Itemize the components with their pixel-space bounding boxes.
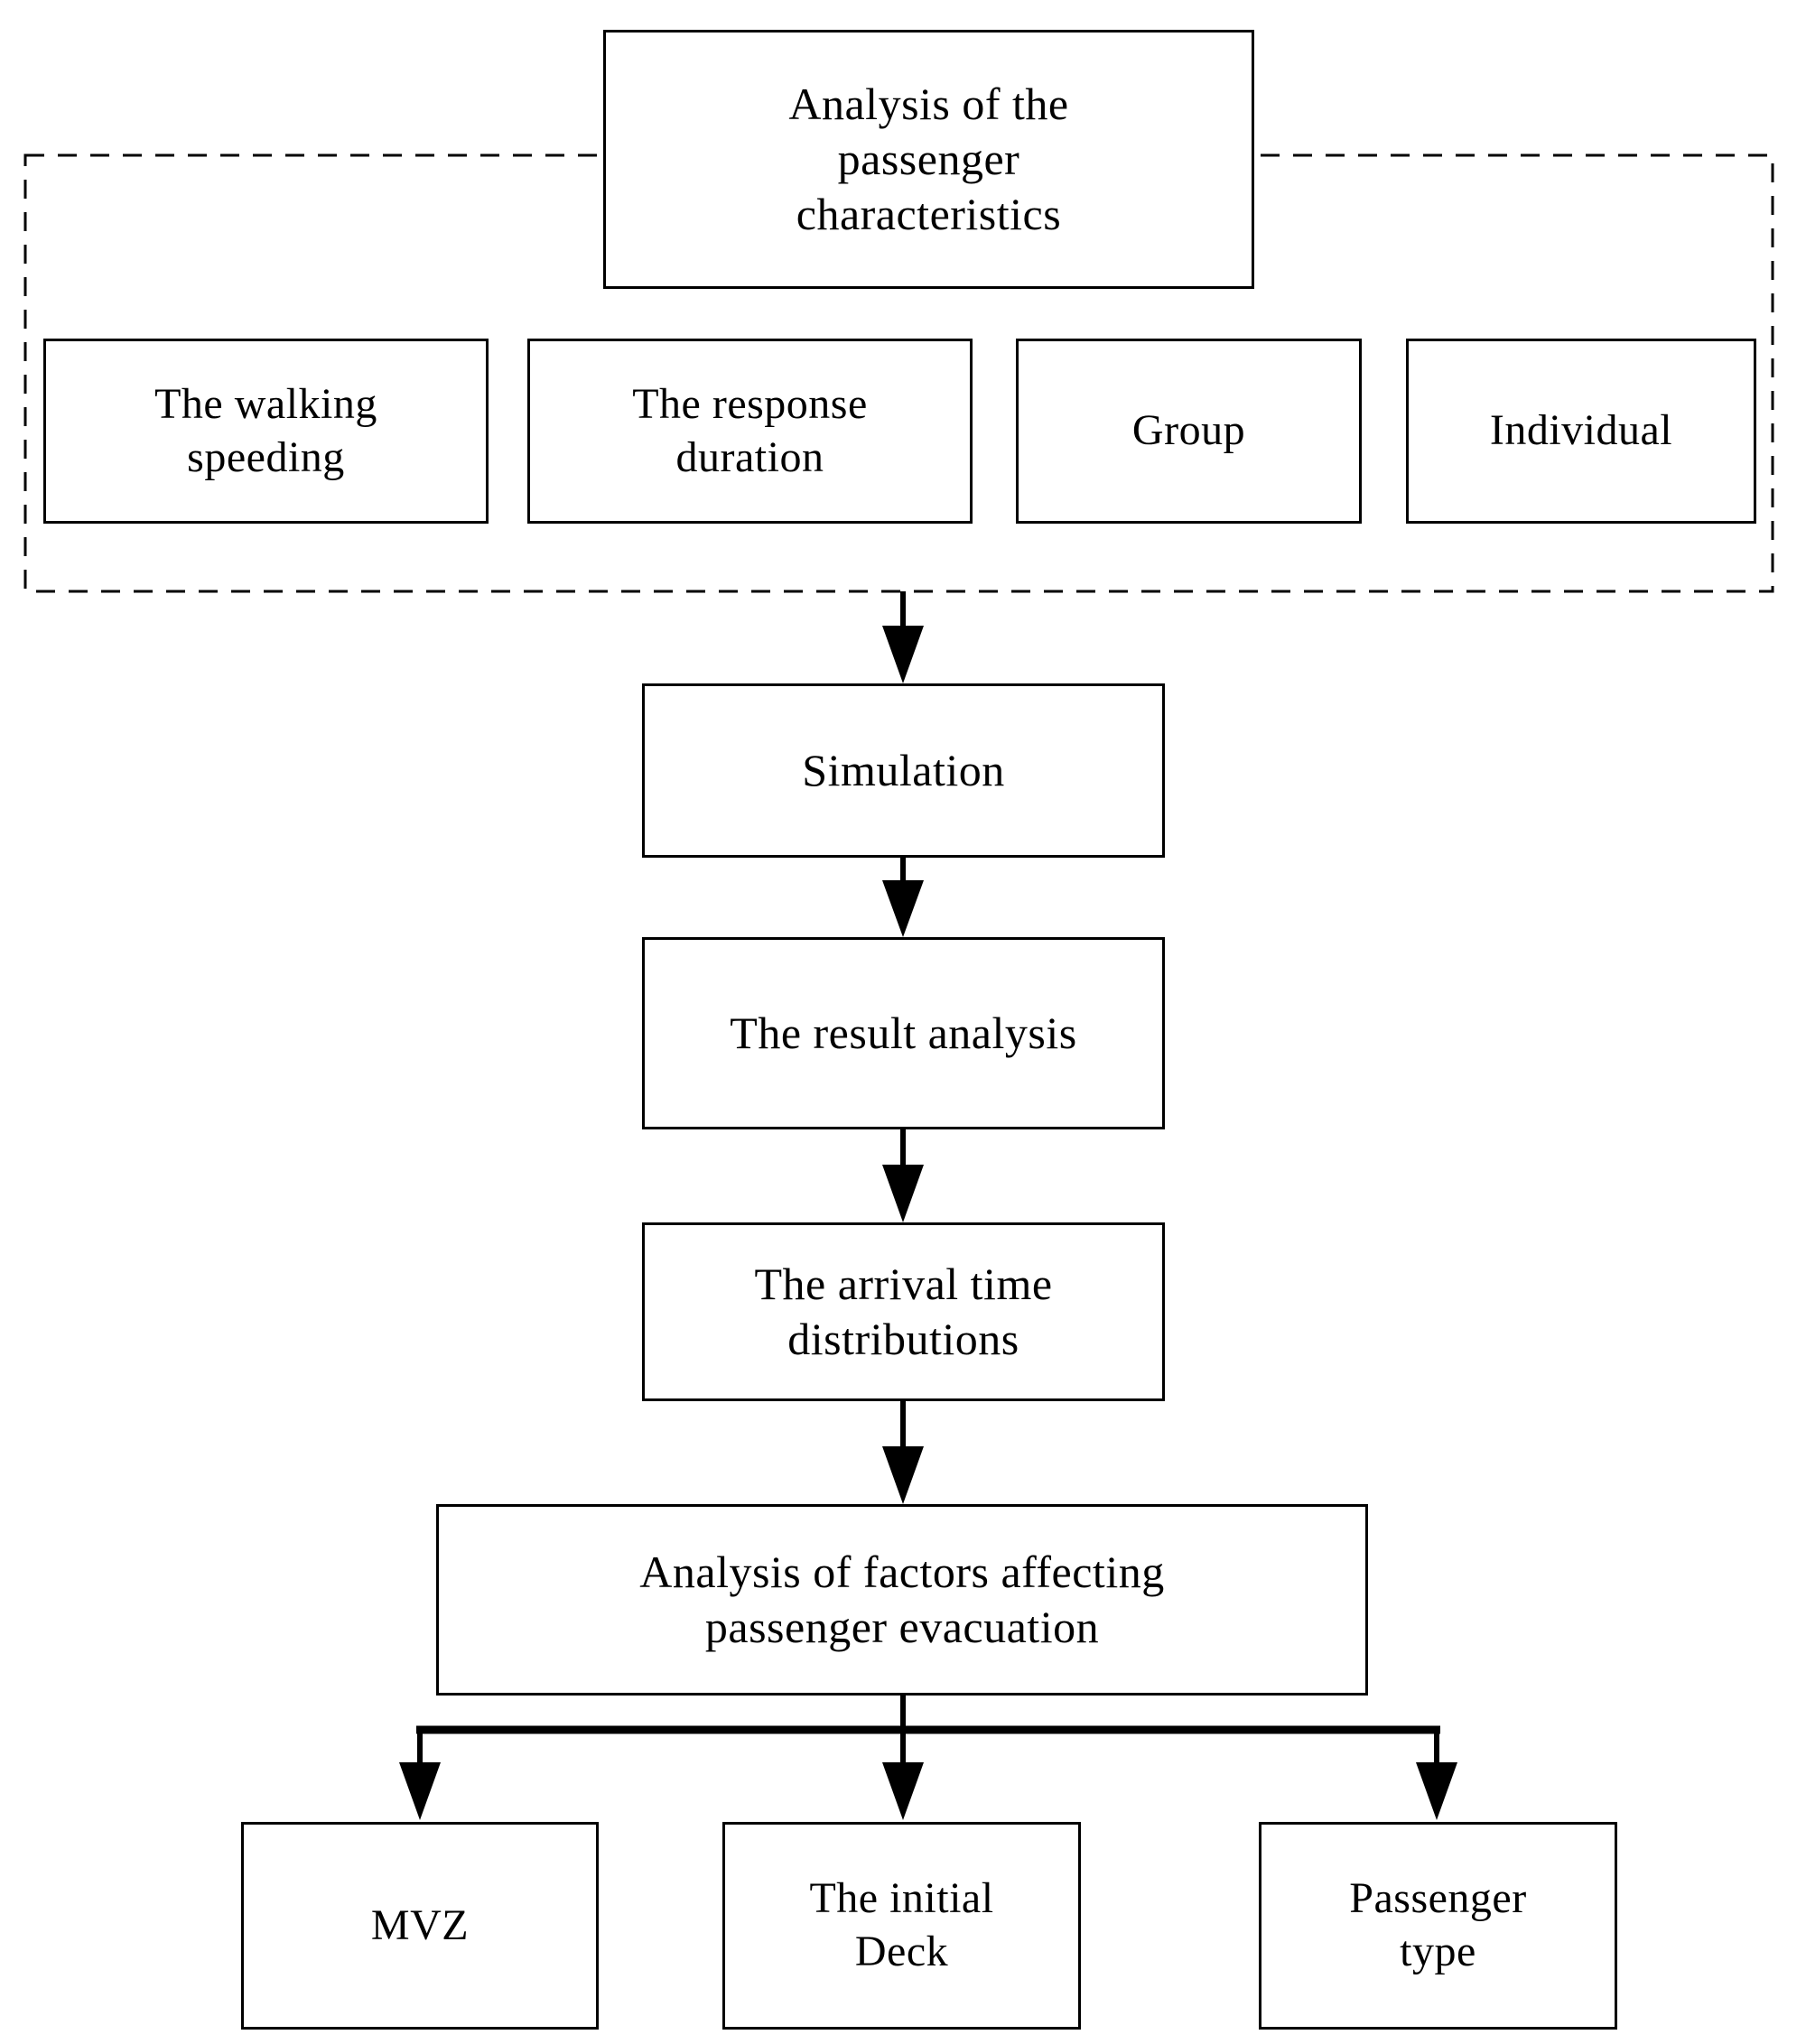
node-mvz-label: MVZ	[370, 1900, 470, 1949]
arrow-simulation-to-result	[882, 858, 924, 937]
node-arrival-time-distributions: The arrival time distributions	[642, 1222, 1165, 1401]
node-initial-deck-label: The initial Deck	[809, 1874, 994, 1975]
branch-factors-to-children	[399, 1696, 1457, 1820]
arrow-result-to-arrival	[882, 1129, 924, 1222]
node-analysis-passenger-characteristics-label: Analysis of the passenger characteristic…	[788, 79, 1069, 239]
node-response-duration: The response duration	[527, 339, 973, 524]
node-group-label: Group	[1131, 406, 1246, 455]
arrow-factors-to-initial-deck	[882, 1730, 924, 1820]
node-initial-deck: The initial Deck	[722, 1822, 1081, 2030]
arrow-factors-to-mvz	[399, 1730, 441, 1820]
node-factors-analysis-label: Analysis of factors affecting passenger …	[639, 1547, 1165, 1652]
node-walking-speeding: The walking speeding	[43, 339, 489, 524]
node-simulation: Simulation	[642, 683, 1165, 858]
node-simulation-label: Simulation	[802, 745, 1005, 795]
node-group: Group	[1016, 339, 1362, 524]
node-factors-analysis: Analysis of factors affecting passenger …	[436, 1504, 1368, 1696]
node-individual: Individual	[1406, 339, 1756, 524]
node-result-analysis: The result analysis	[642, 937, 1165, 1129]
arrow-characteristics-to-simulation	[882, 591, 924, 683]
node-individual-label: Individual	[1489, 406, 1673, 455]
node-analysis-passenger-characteristics: Analysis of the passenger characteristic…	[603, 30, 1254, 289]
node-response-duration-label: The response duration	[632, 379, 868, 481]
node-mvz: MVZ	[241, 1822, 599, 2030]
node-passenger-type-label: Passenger type	[1349, 1874, 1527, 1975]
node-passenger-type: Passenger type	[1259, 1822, 1617, 2030]
node-result-analysis-label: The result analysis	[730, 1008, 1077, 1058]
characteristics-dashed-group-border	[23, 153, 1774, 593]
node-arrival-time-distributions-label: The arrival time distributions	[754, 1259, 1053, 1364]
node-walking-speeding-label: The walking speeding	[154, 379, 377, 481]
arrow-factors-to-passenger-type	[1416, 1730, 1457, 1820]
arrow-arrival-to-factors	[882, 1401, 924, 1504]
